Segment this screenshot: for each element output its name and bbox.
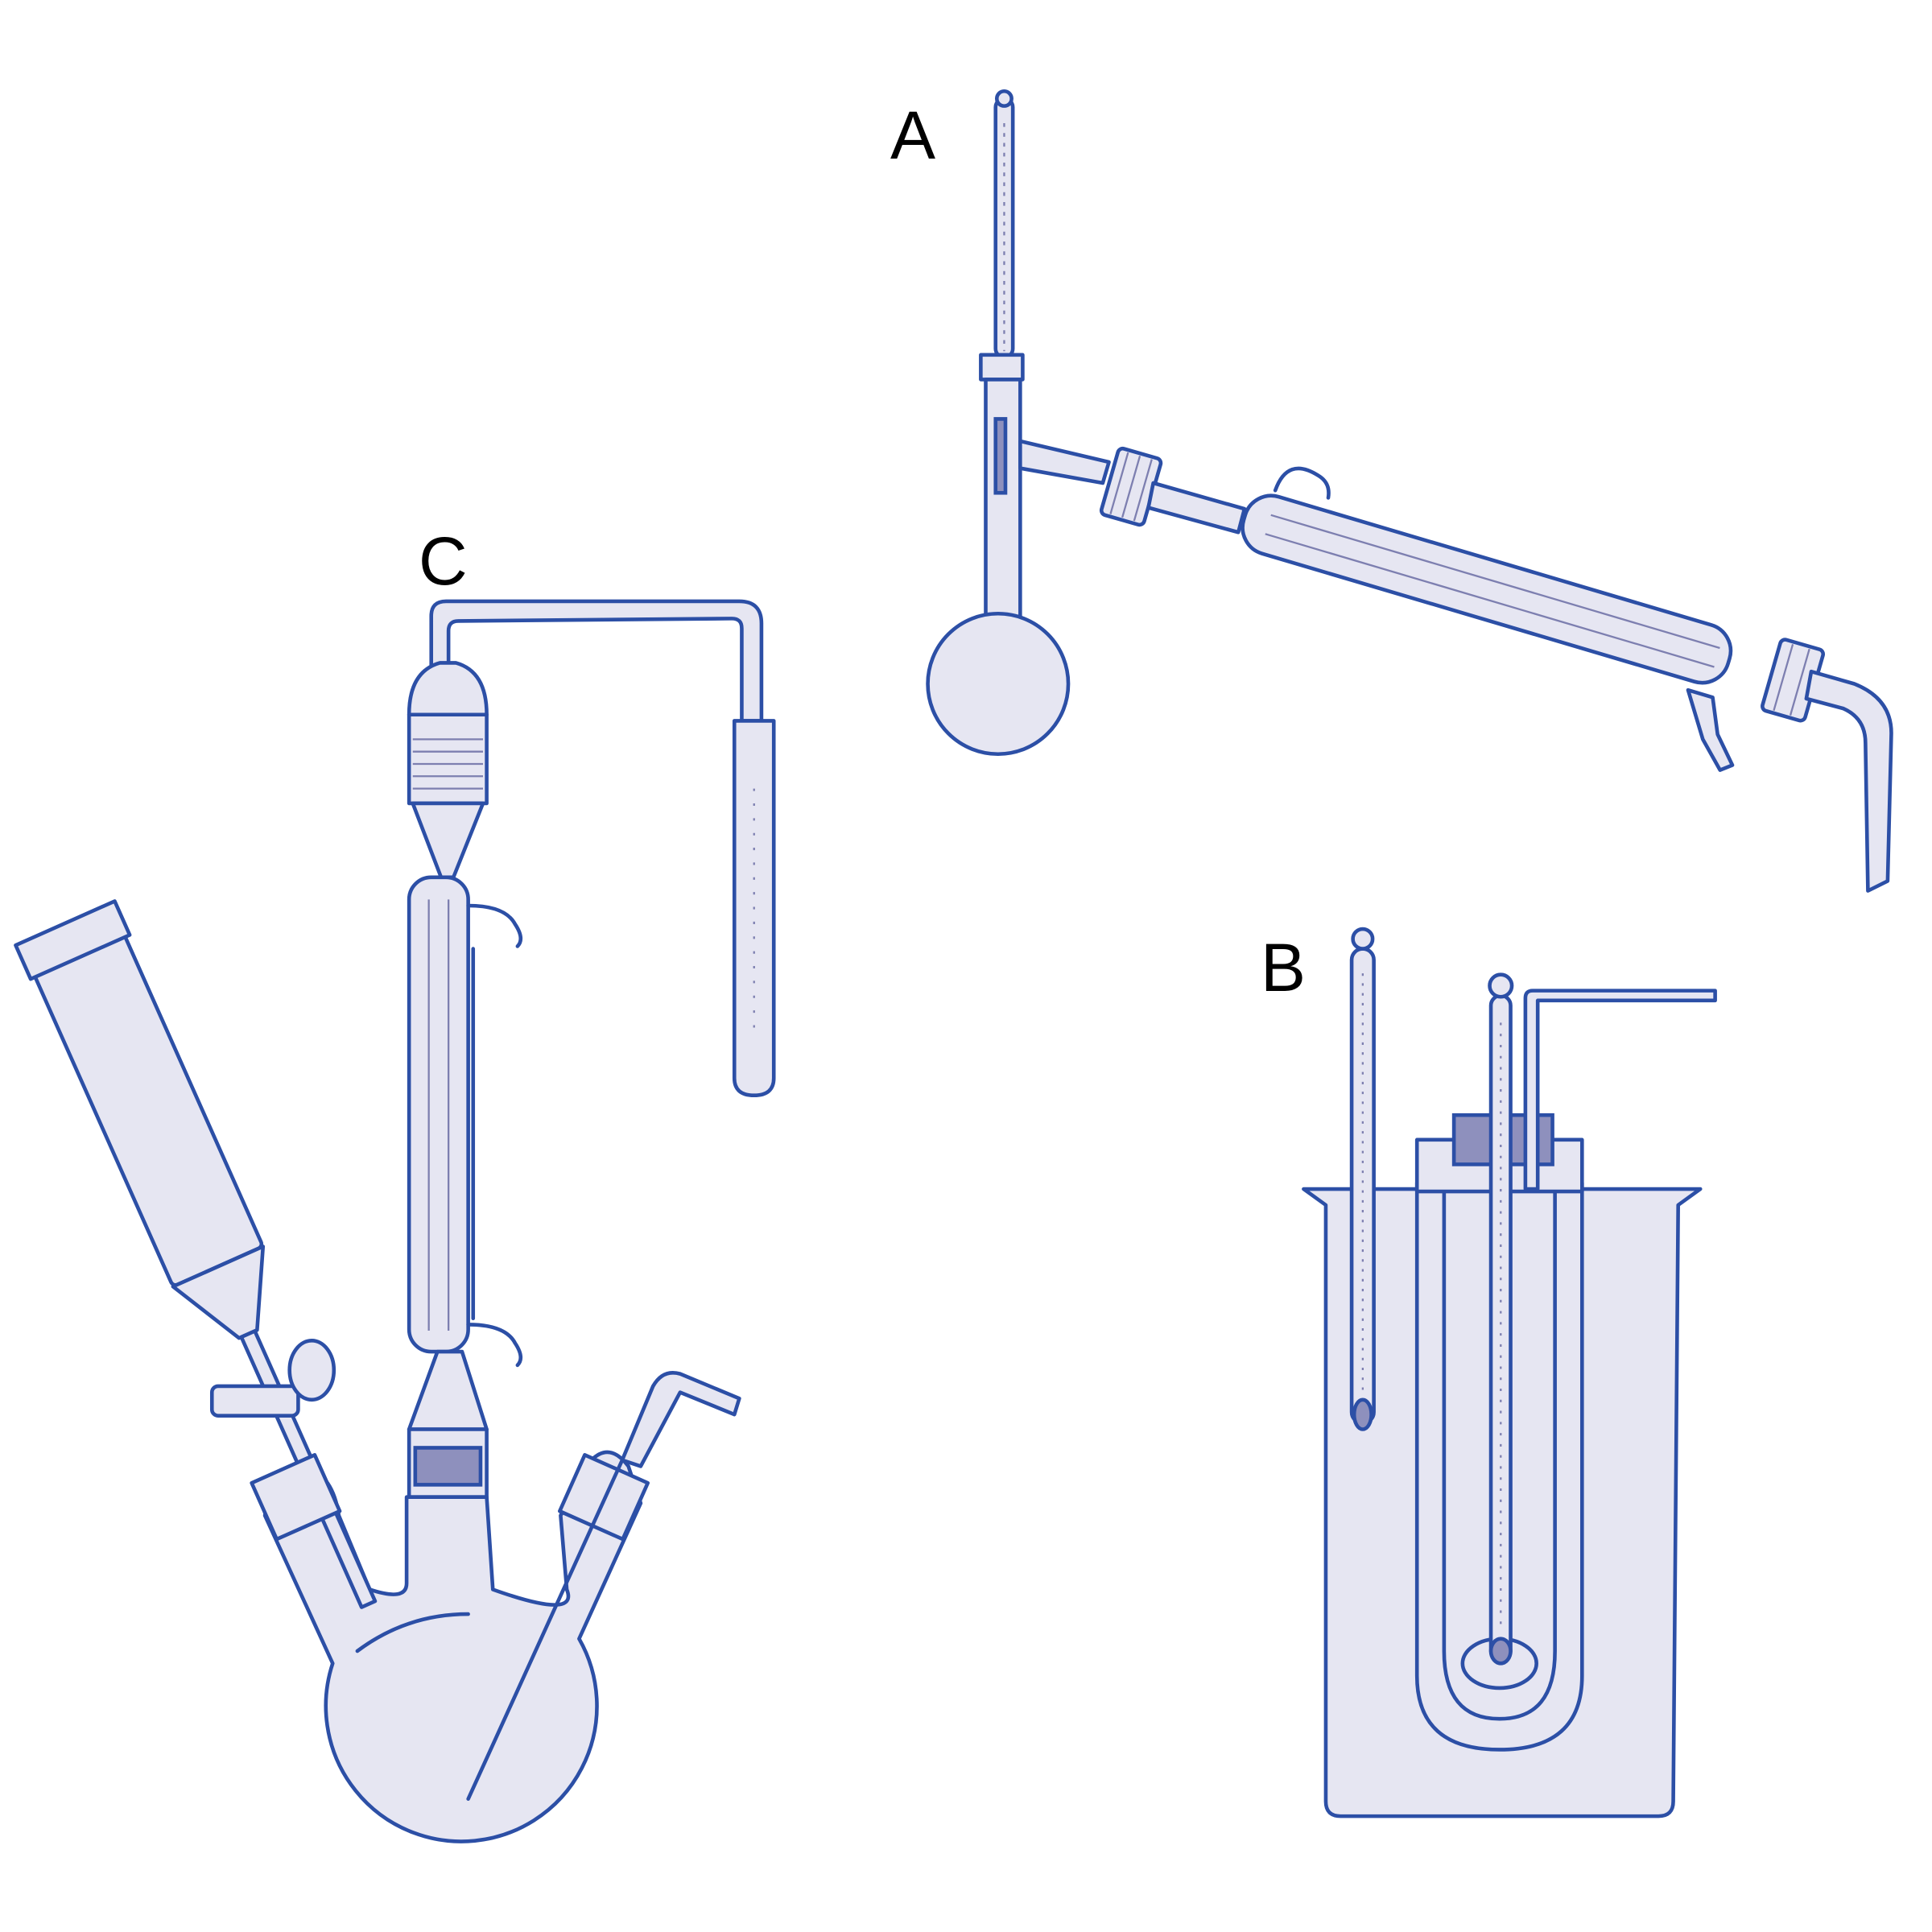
apparatus-a <box>926 89 1893 893</box>
liebig-condenser-a <box>1241 493 1733 685</box>
dropping-funnel-c <box>14 899 378 1609</box>
stopcock-c <box>209 1339 336 1418</box>
condenser-inlet-a <box>1273 466 1331 500</box>
receiver-adapter-a <box>1804 669 1893 893</box>
inner-tube-b <box>1442 1187 1557 1721</box>
side-arm-a <box>1018 439 1111 485</box>
thermometer-adapter-a <box>979 353 1025 382</box>
flask-highlight-c <box>355 1612 470 1653</box>
outer-thermometer-top-b <box>1351 927 1375 951</box>
condenser-outlet-a <box>1686 687 1735 772</box>
label-a: A <box>890 97 936 173</box>
joint-c-bottom-shading <box>413 1446 483 1487</box>
joint-c-left <box>250 1453 342 1542</box>
joint-c-top <box>407 712 489 806</box>
joint-c-top-shading <box>412 738 483 790</box>
condenser-inlet-c <box>466 1323 523 1368</box>
inner-thermometer-top-b <box>1488 972 1514 999</box>
label-c: C <box>419 523 468 599</box>
apparatus-c <box>14 599 776 1843</box>
cone-c-bottom <box>407 1349 489 1431</box>
thermometer-a <box>993 97 1015 360</box>
joint-a-1 <box>1099 446 1163 527</box>
condenser-outlet-c <box>466 903 523 948</box>
adapter-head-c <box>407 661 489 717</box>
outer-thermometer-bulb-b <box>1352 1397 1373 1431</box>
cone-c-top <box>411 801 485 880</box>
condenser-c <box>407 875 470 1354</box>
apparatus-b <box>1302 927 1717 1818</box>
bent-tube-b <box>1523 989 1717 1191</box>
inner-thermometer-b <box>1488 993 1513 1663</box>
thermometer-a-bulb-top <box>994 89 1013 108</box>
outer-thermometer-b <box>1349 947 1376 1426</box>
gas-inlet-bend-c <box>620 1371 741 1468</box>
round-bottom-flask-a <box>926 611 1071 757</box>
gas-inlet-tube-c <box>466 1458 625 1801</box>
label-b: B <box>1261 930 1307 1005</box>
inner-thermometer-bulb-b <box>1488 1637 1513 1666</box>
thermometer-bulb-a <box>993 417 1008 495</box>
adapter-tube-a <box>1146 481 1247 535</box>
